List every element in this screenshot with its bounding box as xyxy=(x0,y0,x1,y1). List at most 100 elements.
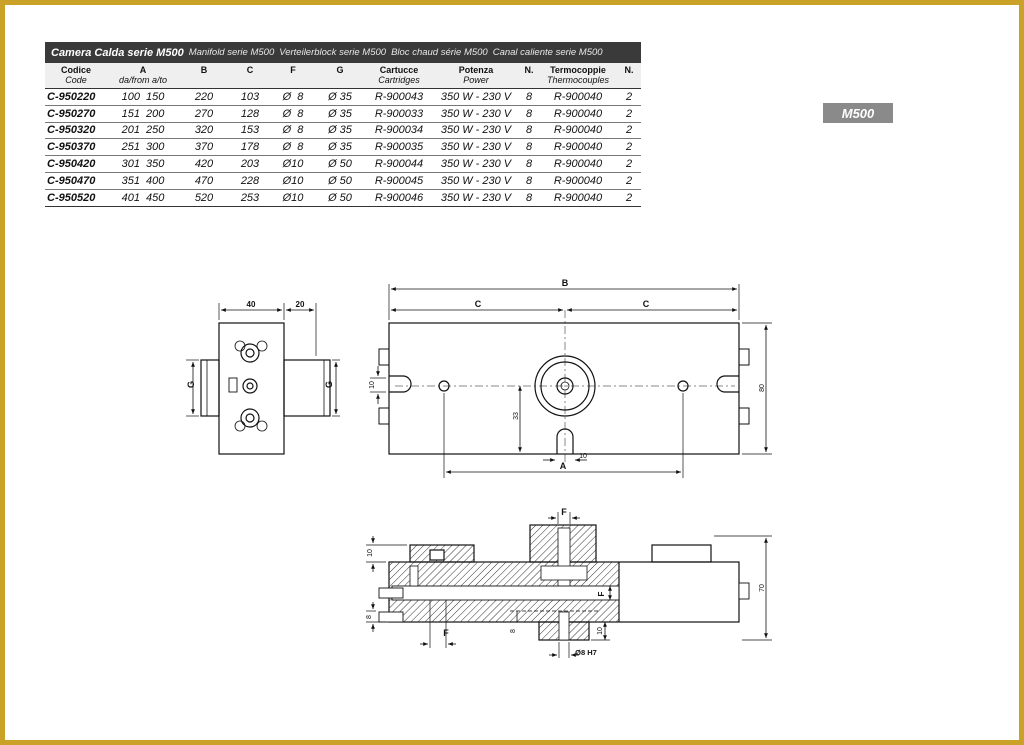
dim-a-label: A xyxy=(560,461,567,471)
dim-40-label: 40 xyxy=(247,300,256,309)
cell-a: 301 350 xyxy=(107,155,179,173)
cell-code: C-950220 xyxy=(45,88,107,106)
cell-n2: 2 xyxy=(617,88,641,106)
cell-c: 153 xyxy=(229,122,271,140)
cell-c: 103 xyxy=(229,88,271,106)
column-header-sublabel: Thermocouples xyxy=(546,75,610,85)
cell-f: Ø 8 xyxy=(271,138,315,157)
cell-cart: R-900034 xyxy=(365,122,433,140)
column-header: N. xyxy=(519,63,539,89)
cell-c: 178 xyxy=(229,138,271,157)
cell-f: Ø10 xyxy=(271,155,315,173)
cell-n2: 2 xyxy=(617,189,641,207)
dim-f-side-label: F xyxy=(597,591,606,596)
cell-c: 203 xyxy=(229,155,271,173)
cell-b: 220 xyxy=(179,88,229,106)
side-nozzle-right xyxy=(283,359,331,417)
dim-f-top-label: F xyxy=(561,507,567,517)
cell-power: 350 W - 230 V xyxy=(433,122,519,140)
cell-b: 470 xyxy=(179,172,229,190)
column-header: G xyxy=(315,63,365,89)
cell-n2: 2 xyxy=(617,122,641,140)
cell-a: 151 200 xyxy=(107,105,179,123)
cell-n1: 8 xyxy=(519,105,539,123)
dim-10-section-bottom-label: 10 xyxy=(597,627,604,635)
cell-b: 270 xyxy=(179,105,229,123)
cell-power: 350 W - 230 V xyxy=(433,172,519,190)
cell-tc: R-900040 xyxy=(539,105,617,123)
cell-tc: R-900040 xyxy=(539,189,617,207)
cell-cart: R-900035 xyxy=(365,138,433,157)
cell-tc: R-900040 xyxy=(539,172,617,190)
column-header-label: G xyxy=(336,65,344,75)
side-bolt-top xyxy=(240,343,260,363)
cell-code: C-950520 xyxy=(45,189,107,207)
cell-a: 100 150 xyxy=(107,88,179,106)
cell-tc: R-900040 xyxy=(539,88,617,106)
side-nozzle-left xyxy=(200,359,220,417)
cell-power: 350 W - 230 V xyxy=(433,105,519,123)
dim-10-left-label: 10 xyxy=(369,381,376,389)
top-view: B C C A 10 33 10 80 xyxy=(369,278,772,478)
dim-33-label: 33 xyxy=(513,412,520,420)
cell-b: 370 xyxy=(179,138,229,157)
melt-channel xyxy=(391,585,620,601)
spec-table-block: Camera Calda serie M500 Manifold serie M… xyxy=(45,42,641,207)
cell-cart: R-900044 xyxy=(365,155,433,173)
cell-f: Ø 8 xyxy=(271,122,315,140)
dim-80-label: 80 xyxy=(759,384,766,392)
cell-f: Ø10 xyxy=(271,189,315,207)
cell-power: 350 W - 230 V xyxy=(433,88,519,106)
column-header-label: Codice xyxy=(60,65,91,75)
cell-a: 251 300 xyxy=(107,138,179,157)
cell-cart: R-900043 xyxy=(365,88,433,106)
cell-cart: R-900033 xyxy=(365,105,433,123)
section-view: F F F 10 8 8 10 70 Ø8 H7 xyxy=(366,507,772,658)
side-bolt-mid xyxy=(242,378,258,394)
column-header-label: F xyxy=(290,65,296,75)
title-translation-es: Canal caliente serie M500 xyxy=(492,47,603,58)
side-bolt-bottom xyxy=(240,408,260,428)
cell-cart: R-900045 xyxy=(365,172,433,190)
dim-8-left-label: 8 xyxy=(366,615,373,619)
column-header-label: Potenza xyxy=(458,65,494,75)
cell-tc: R-900040 xyxy=(539,155,617,173)
title-translation-en: Manifold serie M500 xyxy=(188,47,275,58)
title-translation-de: Verteilerblock serie M500 xyxy=(279,47,387,58)
cell-a: 201 250 xyxy=(107,122,179,140)
cell-code: C-950470 xyxy=(45,172,107,190)
column-header-label: N. xyxy=(624,65,634,75)
cell-n2: 2 xyxy=(617,172,641,190)
side-view: 40 20 G G xyxy=(186,300,340,455)
column-header-sublabel: da/from a/to xyxy=(118,75,168,85)
cell-g: Ø 50 xyxy=(315,172,365,190)
cell-n1: 8 xyxy=(519,88,539,106)
dim-c-left-label: C xyxy=(475,299,482,309)
cell-power: 350 W - 230 V xyxy=(433,155,519,173)
cell-f: Ø10 xyxy=(271,172,315,190)
cell-code: C-950320 xyxy=(45,122,107,140)
cell-n1: 8 xyxy=(519,122,539,140)
dim-70-label: 70 xyxy=(759,584,766,592)
dim-f-bottom-label: F xyxy=(443,628,449,638)
cell-n2: 2 xyxy=(617,155,641,173)
dim-20-label: 20 xyxy=(296,300,305,309)
cell-n1: 8 xyxy=(519,172,539,190)
cell-g: Ø 50 xyxy=(315,155,365,173)
cell-g: Ø 35 xyxy=(315,88,365,106)
cell-n1: 8 xyxy=(519,138,539,157)
cell-g: Ø 35 xyxy=(315,138,365,157)
column-header-label: Termocoppie xyxy=(550,65,606,75)
cell-n2: 2 xyxy=(617,138,641,157)
